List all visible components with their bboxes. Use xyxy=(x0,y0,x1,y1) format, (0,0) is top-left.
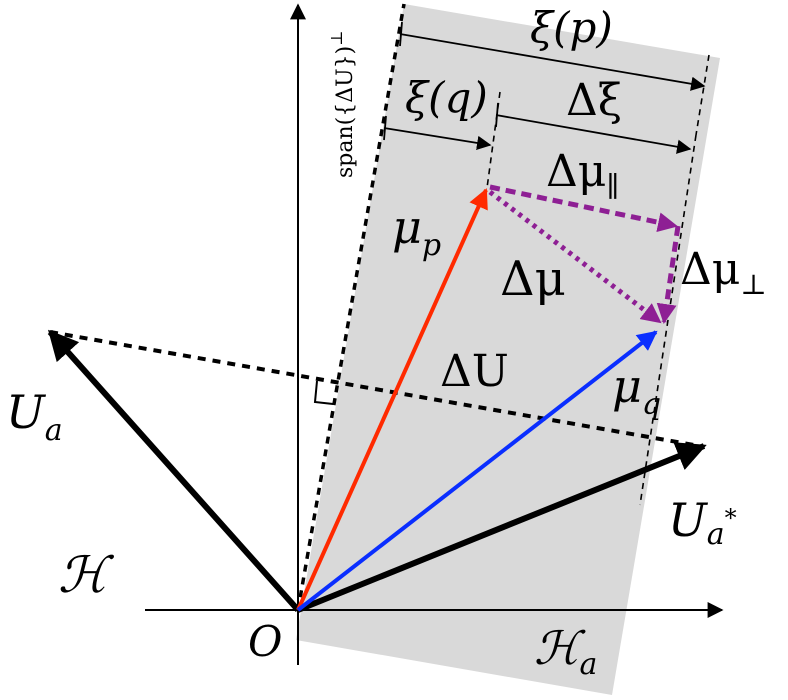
label-xi-q: ξ(q) xyxy=(405,73,488,122)
vector-mu-p xyxy=(296,188,488,611)
label-delta-mu-par: Δμ∥ xyxy=(546,146,619,203)
label-u-a-star-base: U xyxy=(668,493,709,547)
arrow-xi-p xyxy=(399,33,706,91)
label-delta-mu-par-base: Δμ xyxy=(546,146,606,197)
label-span-perp: span({ΔU})⊥ xyxy=(327,31,358,178)
vector-mu-q xyxy=(296,330,658,612)
arrow-xi-q xyxy=(383,127,492,151)
vector-u-a xyxy=(47,329,301,612)
label-span-text: span({ΔU}) xyxy=(333,46,358,178)
label-u-a-star-sub: a xyxy=(707,517,725,552)
shaded-region-h-a xyxy=(296,4,720,695)
label-delta-u: ΔU xyxy=(440,346,509,397)
label-origin: O xyxy=(248,617,282,666)
label-mu-p: μp xyxy=(392,200,441,263)
label-u-a-base: U xyxy=(6,385,47,439)
arrow-delta-xi xyxy=(495,114,692,154)
label-u-a-star: Ua* xyxy=(668,493,737,552)
label-delta-mu-perp-base: Δμ xyxy=(680,244,740,295)
delta-u-line xyxy=(49,330,701,448)
label-u-a-sub: a xyxy=(45,413,63,448)
tick-xi-p xyxy=(399,21,403,47)
label-delta-mu: Δμ xyxy=(500,251,566,307)
label-h: ℋ xyxy=(58,546,115,604)
label-delta-mu-par-sub: ∥ xyxy=(606,170,619,203)
label-delta-xi: Δξ xyxy=(566,75,622,126)
label-xi-p: ξ(p) xyxy=(530,3,613,52)
label-mu-q-base: μ xyxy=(612,359,642,413)
vector-delta-mu-perp xyxy=(656,225,681,324)
label-u-a: Ua xyxy=(6,385,63,448)
vector-u-a-star xyxy=(296,442,707,613)
label-mu-p-sub: p xyxy=(422,228,441,263)
guide-xi-p xyxy=(695,54,710,136)
label-h-a-sub: a xyxy=(579,647,597,682)
label-delta-mu-perp: Δμ⊥ xyxy=(680,244,767,301)
label-mu-p-base: μ xyxy=(392,200,422,254)
tick-delta-xi xyxy=(495,102,499,128)
tick-xi-q xyxy=(383,115,387,141)
label-h-a-base: ℋ xyxy=(534,621,586,675)
label-span-perp-symbol: ⊥ xyxy=(327,31,346,46)
label-u-a-star-sup: * xyxy=(725,504,737,532)
label-delta-mu-perp-sub: ⊥ xyxy=(740,268,766,301)
span-perp-line xyxy=(296,3,406,611)
right-angle-marker xyxy=(313,380,334,405)
label-mu-q-sub: q xyxy=(642,387,661,422)
label-mu-q: μq xyxy=(612,359,661,422)
label-h-a: ℋa xyxy=(534,621,597,682)
